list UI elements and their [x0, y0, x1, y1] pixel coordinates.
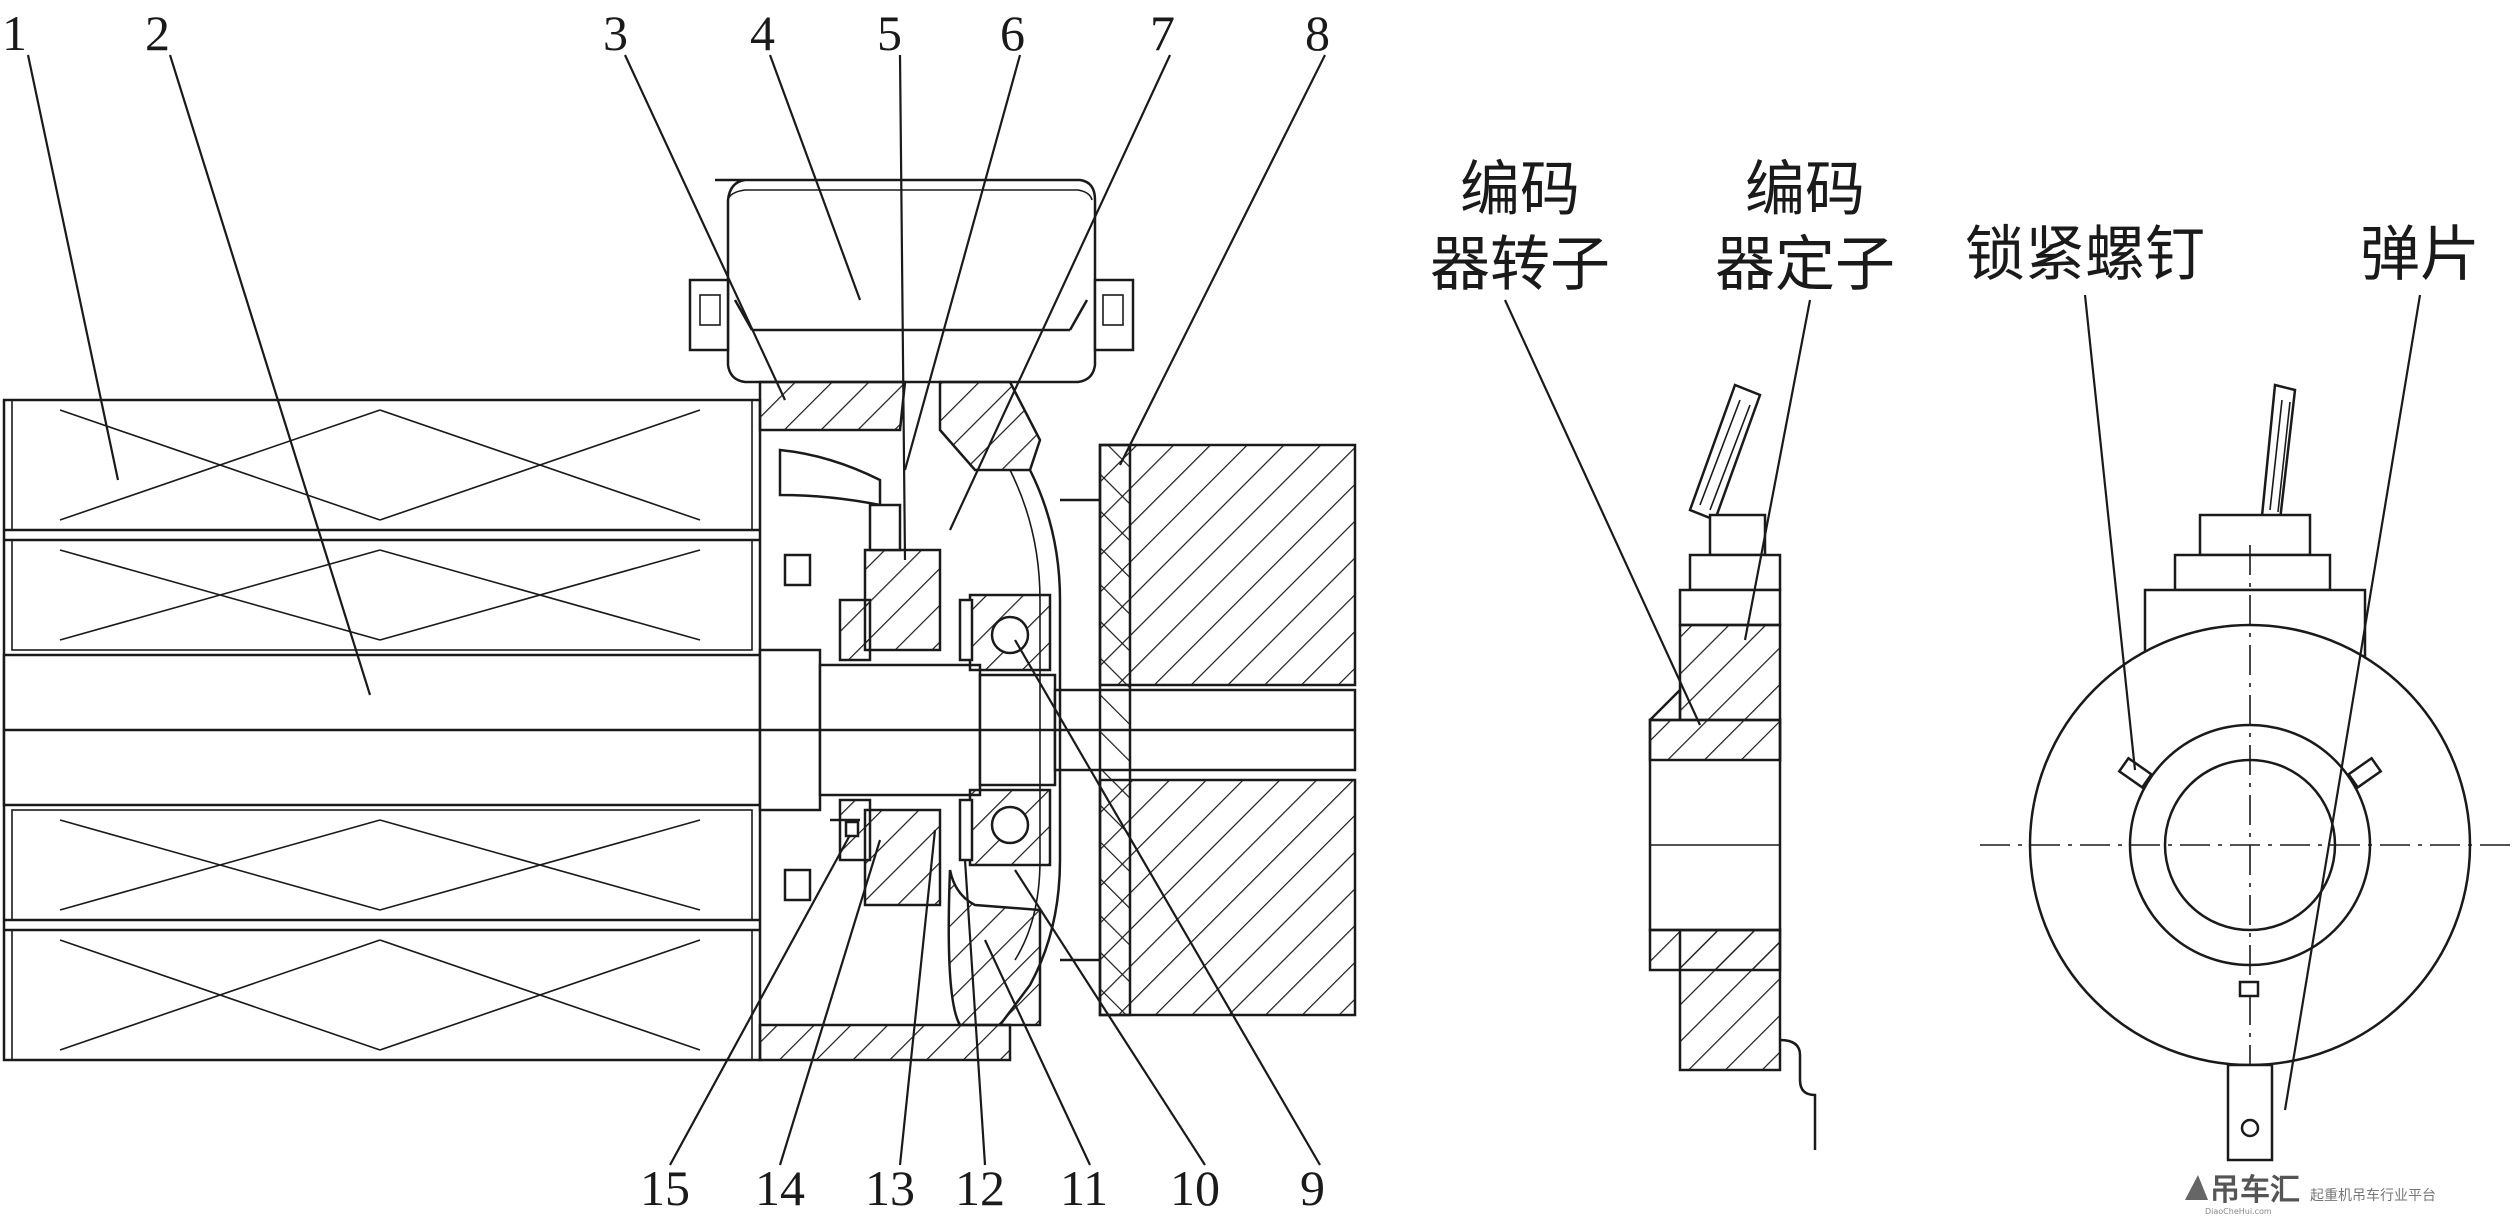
- callout-12: 12: [955, 1160, 1005, 1216]
- label-encoder-rotor-line2: 器转子: [1430, 230, 1610, 300]
- callout-numbers: 1 2 3 4 5 6 7 8 9 10 11 12 13 14 15: [2, 5, 1330, 1216]
- shaft: [2, 648, 1357, 812]
- leader-lock-screw: [2083, 294, 2137, 771]
- rear-cover-plate: [1060, 443, 1357, 1017]
- watermark-tagline: 起重机吊车行业平台: [2310, 1187, 2436, 1204]
- callout-8: 8: [1305, 5, 1330, 61]
- callout-5: 5: [877, 5, 902, 61]
- stud-top: [783, 553, 812, 587]
- callout-15: 15: [640, 1160, 690, 1216]
- label-lock-screw: 锁紧螺钉: [1965, 220, 2205, 290]
- terminal-box: [688, 178, 1135, 384]
- callout-6: 6: [1000, 5, 1025, 61]
- label-encoder-stator-line2: 器定子: [1715, 230, 1895, 300]
- crane-logo-icon: [2185, 1175, 2208, 1200]
- encoder-side-view: [1648, 383, 1817, 1150]
- bearing-assembly: [830, 503, 1052, 1027]
- callout-13: 13: [865, 1160, 915, 1216]
- label-encoder-stator-line1: 编码: [1745, 155, 1865, 225]
- encoder-front-view: [1980, 383, 2517, 1162]
- callout-14: 14: [755, 1160, 805, 1216]
- callout-2: 2: [145, 5, 170, 61]
- leader-encoder-stator: [1743, 299, 1812, 641]
- callout-7: 7: [1150, 5, 1175, 61]
- watermark-brand: 吊车汇: [2210, 1173, 2300, 1208]
- callout-9: 9: [1300, 1160, 1325, 1216]
- label-encoder-rotor-line1: 编码: [1460, 155, 1580, 225]
- callout-11: 11: [1060, 1160, 1108, 1216]
- callout-1: 1: [2, 5, 27, 61]
- leader-spring-plate: [2283, 294, 2422, 1111]
- stud-bottom: [783, 868, 812, 902]
- callout-10: 10: [1170, 1160, 1220, 1216]
- callout-leaders: [26, 54, 1326, 1166]
- leader-encoder-rotor: [1504, 299, 1701, 726]
- callout-4: 4: [750, 5, 775, 61]
- callout-3: 3: [603, 5, 628, 61]
- stator-laminations: [2, 398, 762, 1062]
- end-shield: [758, 380, 1062, 1062]
- watermark-url: DiaoCheHui.com: [2205, 1207, 2272, 1216]
- motor-section: [2, 178, 1357, 1062]
- watermark: 吊车汇 DiaoCheHui.com 起重机吊车行业平台: [2185, 1173, 2436, 1216]
- label-spring-plate: 弹片: [2360, 220, 2480, 290]
